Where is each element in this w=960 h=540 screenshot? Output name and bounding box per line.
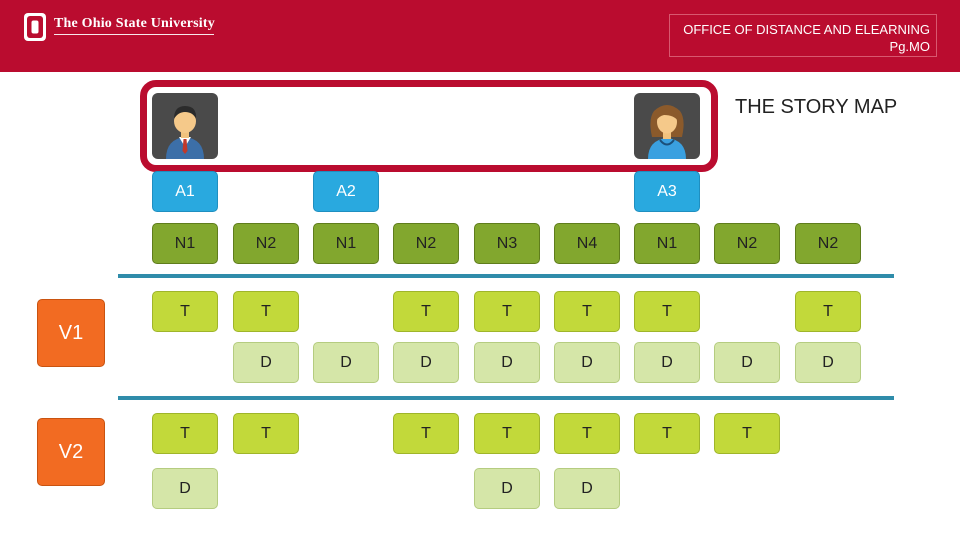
male-avatar-icon xyxy=(152,93,218,159)
v1-t-card-5: T xyxy=(554,291,620,332)
n-card-8: N2 xyxy=(714,223,780,264)
a-card-2: A2 xyxy=(313,171,379,212)
v2-d-card-1: D xyxy=(152,468,218,509)
n-card-9: N2 xyxy=(795,223,861,264)
v2-d-card-2: D xyxy=(474,468,540,509)
v1-d-card-3: D xyxy=(393,342,459,383)
avatar-frame xyxy=(140,80,718,172)
v1-d-card-8: D xyxy=(795,342,861,383)
v1-t-card-2: T xyxy=(233,291,299,332)
page-title: THE STORY MAP xyxy=(735,96,898,118)
n-card-4: N2 xyxy=(393,223,459,264)
v2-t-card-2: T xyxy=(233,413,299,454)
v1-d-card-1: D xyxy=(233,342,299,383)
v1-t-card-7: T xyxy=(795,291,861,332)
v1-t-card-3: T xyxy=(393,291,459,332)
v1-t-card-4: T xyxy=(474,291,540,332)
a-card-3: A3 xyxy=(634,171,700,212)
university-wordmark: The Ohio State University xyxy=(54,16,215,31)
v2-t-card-5: T xyxy=(554,413,620,454)
n-card-2: N2 xyxy=(233,223,299,264)
a-card-1: A1 xyxy=(152,171,218,212)
v2-t-card-3: T xyxy=(393,413,459,454)
v2-t-card-7: T xyxy=(714,413,780,454)
v1-card: V1 xyxy=(37,299,105,367)
office-code: Pg.MO xyxy=(889,39,930,54)
divider-top xyxy=(118,274,894,278)
female-avatar-icon xyxy=(634,93,700,159)
v1-d-card-4: D xyxy=(474,342,540,383)
divider-bottom xyxy=(118,396,894,400)
v1-d-card-2: D xyxy=(313,342,379,383)
v1-t-card-6: T xyxy=(634,291,700,332)
v1-d-card-5: D xyxy=(554,342,620,383)
n-card-5: N3 xyxy=(474,223,540,264)
v2-card: V2 xyxy=(37,418,105,486)
n-card-1: N1 xyxy=(152,223,218,264)
v1-d-card-7: D xyxy=(714,342,780,383)
v2-d-card-3: D xyxy=(554,468,620,509)
v2-t-card-4: T xyxy=(474,413,540,454)
n-card-3: N1 xyxy=(313,223,379,264)
n-card-7: N1 xyxy=(634,223,700,264)
v1-t-card-1: T xyxy=(152,291,218,332)
v2-t-card-6: T xyxy=(634,413,700,454)
office-name: OFFICE OF DISTANCE AND ELEARNING xyxy=(683,22,930,37)
office-label: OFFICE OF DISTANCE AND ELEARNING Pg.MO xyxy=(669,14,937,57)
block-o-logo-icon xyxy=(24,13,46,41)
v1-d-card-6: D xyxy=(634,342,700,383)
v2-t-card-1: T xyxy=(152,413,218,454)
wordmark-underline xyxy=(54,34,214,35)
header-bar: The Ohio State University OFFICE OF DIST… xyxy=(0,0,960,72)
n-card-6: N4 xyxy=(554,223,620,264)
